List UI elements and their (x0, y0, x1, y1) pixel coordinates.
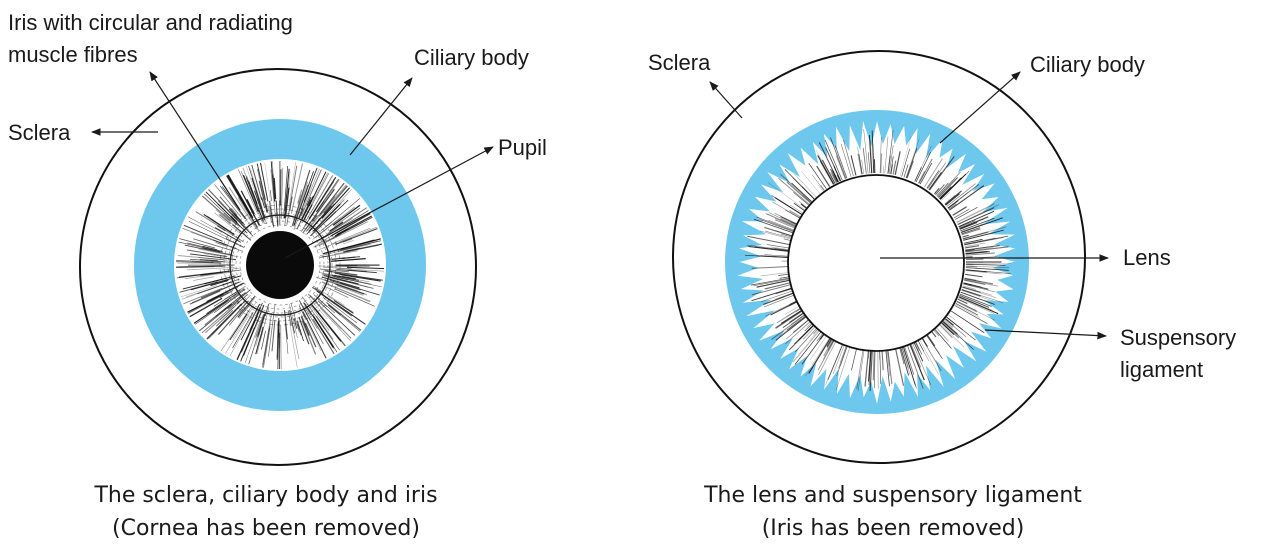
arrow-left-pupil (284, 146, 494, 259)
left-pupil-label: Pupil (498, 135, 547, 160)
right-eye-diagram: Sclera Ciliary body Lens Suspensory liga… (648, 50, 1236, 541)
arrow-right-suspensory (984, 329, 1107, 340)
left-caption-line2: (Cornea has been removed) (112, 516, 420, 541)
left-pupil (246, 231, 314, 299)
left-eye-diagram: Iris with circular and radiating muscle … (8, 10, 547, 541)
right-lens-label: Lens (1123, 245, 1171, 270)
left-sclera-label: Sclera (8, 120, 71, 145)
arrow-right-ciliary (939, 71, 1021, 144)
left-caption-line1: The sclera, ciliary body and iris (93, 483, 437, 508)
right-caption-line2: (Iris has been removed) (762, 516, 1025, 541)
right-ciliary-label: Ciliary body (1030, 52, 1145, 77)
arrow-right-sclera (709, 81, 743, 119)
right-sclera-label: Sclera (648, 50, 711, 75)
arrow-left-iris (149, 71, 241, 211)
left-iris-label-line1: Iris with circular and radiating (8, 10, 293, 35)
arrow-left-ciliary (349, 77, 413, 156)
right-suspensory-label-line2: ligament (1120, 357, 1203, 382)
left-iris-fibres (176, 160, 384, 370)
left-iris-ring (229, 214, 331, 316)
right-suspensory-label-line1: Suspensory (1120, 325, 1236, 350)
right-caption-line1: The lens and suspensory ligament (703, 483, 1082, 508)
right-lens (787, 174, 965, 352)
left-ciliary-label: Ciliary body (414, 45, 529, 70)
left-iris-label-line2: muscle fibres (8, 42, 138, 67)
